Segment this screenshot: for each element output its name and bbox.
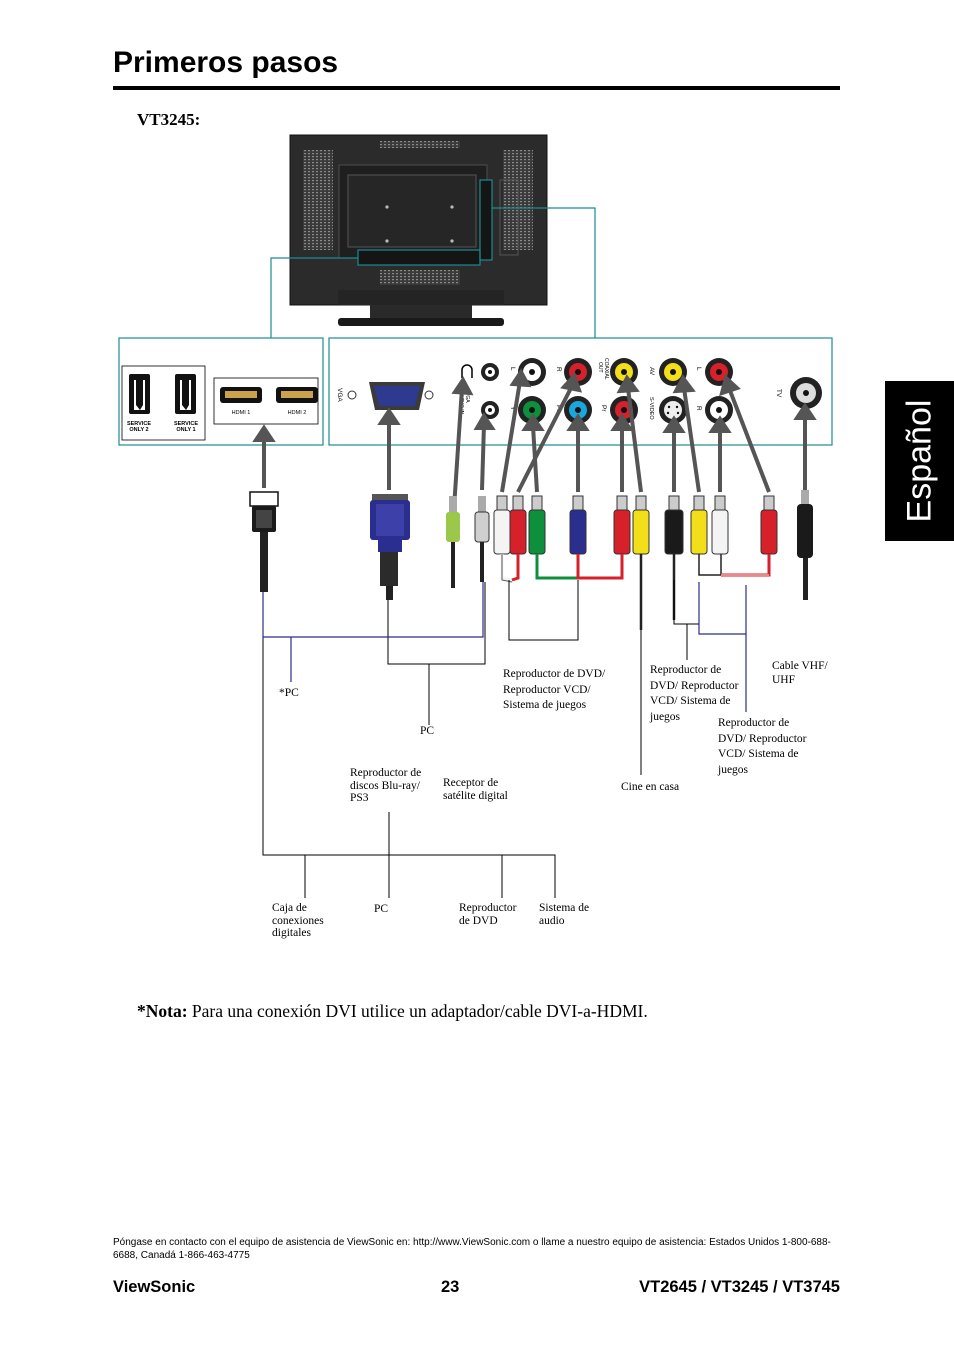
label-line: PS3: [350, 792, 369, 804]
coaxial-out-label-2: OUT: [597, 362, 603, 373]
model-heading: VT3245:: [137, 110, 201, 129]
footer-page-number: 23: [441, 1278, 460, 1296]
left-panel: [118, 337, 324, 446]
label-line: Sistema de: [539, 902, 590, 914]
vga-plug: [370, 494, 410, 600]
label-line: satélite digital: [443, 790, 508, 802]
tv-label: TV: [775, 389, 782, 398]
label-line: Reproductor de: [650, 664, 722, 676]
tv-back: [289, 134, 548, 326]
label-line: UHF: [772, 674, 796, 686]
label-line: digitales: [272, 927, 311, 939]
label-line: de DVD: [459, 914, 498, 927]
rca-av: [659, 358, 687, 386]
coax-plug: [797, 490, 813, 600]
label-cable: Cable VHF/ UHF: [772, 659, 828, 687]
label-home-theater: Cine en casa: [621, 781, 680, 793]
footer-models: VT2645 / VT3245 / VT3745: [639, 1278, 840, 1296]
label-pc-star: *PC: [279, 687, 299, 699]
label-line: audio: [539, 914, 565, 927]
label-line: VCD/ Sistema de: [718, 748, 799, 760]
connection-diagram: SERVICE ONLY 2 SERVICE ONLY 1 HDMI 1 HDM…: [118, 134, 833, 898]
blue-leader-lines: [262, 582, 747, 712]
rca-av-l: [705, 396, 733, 424]
av-label: AV: [648, 367, 655, 376]
audio-plugs: [446, 496, 490, 588]
rca-y: [518, 396, 546, 424]
label-line: juegos: [718, 763, 749, 776]
label-line: Reproductor: [459, 902, 517, 914]
label-dvd-player: Reproductor de DVD: [459, 902, 516, 927]
label-line: Reproductor de: [350, 767, 422, 779]
s-video-jack: [659, 396, 687, 424]
audio-r-label: R: [555, 367, 562, 372]
label-audio-system: Sistema de audio: [539, 902, 589, 927]
label-pc-vga: PC: [420, 725, 435, 737]
vga-audio-in-label-1: VGA: [464, 392, 470, 403]
label-line: Reproductor de DVD/: [503, 668, 606, 680]
y-label: Y: [509, 406, 516, 411]
label-dvd-av-2: Reproductor de DVD/ Reproductor VCD/ Sis…: [718, 716, 806, 778]
s-video-label: S-VIDEO: [648, 397, 654, 420]
label-satellite: Receptor de satélite digital: [443, 777, 508, 803]
cable-runs: [500, 554, 771, 630]
label-set-top-box: Caja de conexiones digitales: [272, 902, 324, 940]
label-bluray: Reproductor de discos Blu-ray/ PS3: [350, 767, 421, 805]
antenna-jack: [790, 377, 822, 409]
hdmi-plug: [249, 491, 279, 592]
label-line: discos Blu-ray/: [350, 779, 420, 792]
hdmi-2-label: HDMI 2: [288, 410, 307, 416]
audio-l-label: L: [509, 367, 516, 371]
dvi-note: *Nota: Para una conexión DVI utilice un …: [137, 1001, 648, 1022]
label-line: VCD/ Sistema de: [650, 695, 731, 707]
service-only-2-label-1: SERVICE: [127, 421, 151, 427]
label-line: Cable VHF/: [772, 660, 828, 672]
service-only-1-label-2: ONLY 1: [176, 427, 195, 433]
hdmi-1-label: HDMI 1: [232, 410, 251, 416]
label-line: Caja de: [272, 902, 307, 914]
page-title: Primeros pasos: [113, 46, 339, 79]
rca-pb: [564, 396, 592, 424]
label-line: conexiones: [272, 914, 324, 927]
av-r-label: R: [695, 406, 702, 411]
label-line: Reproductor de: [718, 717, 790, 729]
label-dvd-component: Reproductor de DVD/ Reproductor VCD/ Sis…: [503, 667, 605, 714]
label-line: Sistema de juegos: [503, 699, 587, 711]
av-l-label: L: [695, 367, 702, 371]
connection-arrows: [252, 368, 817, 509]
label-line: DVD/ Reproductor: [650, 679, 739, 692]
pr-label: Pr: [600, 405, 607, 412]
label-line: DVD/ Reproductor: [718, 732, 807, 745]
coaxial-out-label-1: COAXIAL: [603, 358, 609, 380]
note-prefix: *Nota:: [137, 1001, 188, 1021]
leader-lines: [262, 580, 700, 898]
rca-coaxial: [610, 358, 638, 386]
footer-brand: ViewSonic: [113, 1278, 196, 1296]
language-tab: Español: [885, 381, 954, 541]
support-contact: Póngase en contacto con el equipo de asi…: [113, 1237, 831, 1261]
note-text: Para una conexión DVI utilice un adaptad…: [187, 1001, 648, 1021]
rca-plugs: [493, 495, 778, 555]
label-line: Reproductor VCD/: [503, 683, 591, 696]
label-line: Receptor de: [443, 777, 499, 789]
label-pc-bottom: PC: [374, 903, 389, 915]
label-line: juegos: [650, 710, 681, 723]
vga-label: VGA: [336, 388, 343, 402]
label-dvd-av-1: Reproductor de DVD/ Reproductor VCD/ Sis…: [650, 663, 738, 725]
service-only-1-label-1: SERVICE: [174, 421, 198, 427]
title-rule: [113, 86, 840, 90]
service-only-2-label-2: ONLY 2: [129, 427, 148, 433]
callout-lines: [270, 179, 596, 338]
